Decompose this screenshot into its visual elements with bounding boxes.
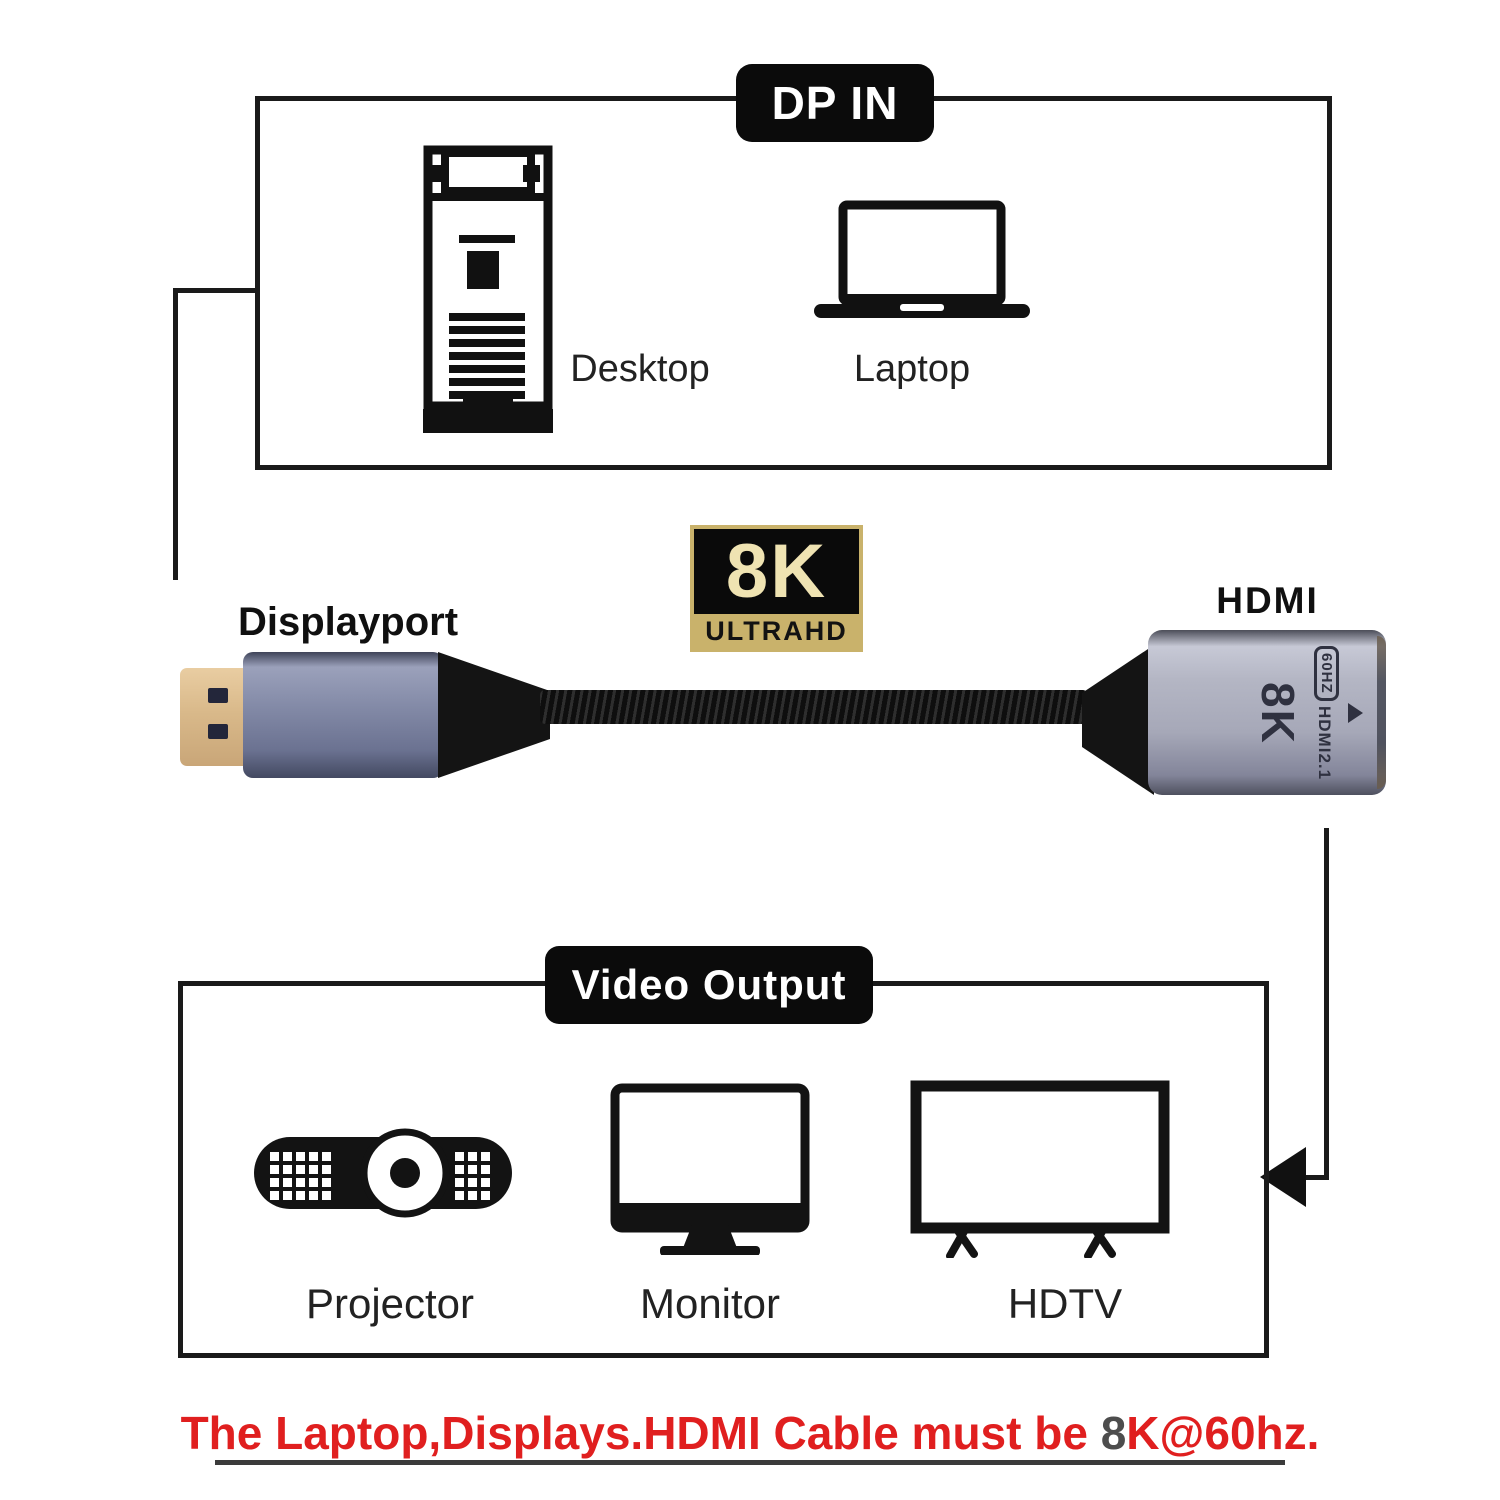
8k-ultrahd-badge: 8K ULTRAHD bbox=[690, 525, 863, 652]
dp-in-badge-label: DP IN bbox=[771, 77, 899, 129]
laptop-icon bbox=[812, 200, 1032, 320]
braided-cable bbox=[540, 690, 1088, 724]
desktop-icon bbox=[423, 145, 553, 435]
monitor-label: Monitor bbox=[639, 1280, 781, 1327]
hdmi-adapter-body bbox=[1148, 630, 1386, 795]
video-output-badge-label: Video Output bbox=[571, 961, 847, 1008]
monitor-icon bbox=[610, 1083, 810, 1255]
desktop-label: Desktop bbox=[570, 348, 710, 390]
hdtv-label: HDTV bbox=[1007, 1280, 1123, 1327]
displayport-label: Displayport bbox=[238, 600, 459, 644]
hdtv-icon bbox=[910, 1080, 1170, 1258]
dp-in-box bbox=[255, 96, 1332, 470]
adapter-print-stack: 60HZ HDMI2.1 bbox=[1314, 646, 1339, 780]
projector-label: Projector bbox=[305, 1280, 475, 1327]
video-output-badge: Video Output bbox=[545, 946, 873, 1024]
adapter-print-60hz: 60HZ bbox=[1314, 646, 1339, 701]
adapter-print-spec: HDMI2.1 bbox=[1315, 705, 1334, 780]
arrow-right-icon bbox=[1348, 703, 1363, 723]
connector-line-horizontal bbox=[173, 288, 260, 293]
dp-pin bbox=[208, 688, 228, 703]
adapter-print: 8K 60HZ HDMI2.1 bbox=[1232, 638, 1382, 788]
arrow-line-vertical bbox=[1324, 828, 1329, 1180]
ultrahd-badge-text: ULTRAHD bbox=[694, 614, 859, 648]
dp-pin bbox=[208, 724, 228, 739]
caption-tail: K@60hz. bbox=[1126, 1407, 1320, 1459]
displayport-connector-body bbox=[243, 652, 443, 778]
strain-relief-right bbox=[1082, 645, 1154, 795]
8k-badge-text: 8K bbox=[725, 529, 828, 614]
arrow-line-stub bbox=[1300, 1175, 1329, 1180]
displayport-plug bbox=[180, 668, 246, 766]
caption-lead: The Laptop,Displays.HDMI Cable must be bbox=[180, 1407, 1101, 1459]
strain-relief-left bbox=[438, 652, 550, 778]
hdmi-label: HDMI bbox=[1216, 580, 1319, 621]
caption-underline bbox=[215, 1460, 1285, 1465]
laptop-label: Laptop bbox=[853, 348, 971, 390]
projector-icon bbox=[253, 1128, 513, 1218]
connector-line-vertical bbox=[173, 288, 178, 580]
dp-in-badge: DP IN bbox=[736, 64, 934, 142]
caption-text: The Laptop,Displays.HDMI Cable must be 8… bbox=[0, 1406, 1500, 1460]
adapter-print-8k: 8K bbox=[1252, 681, 1304, 745]
caption-emph: 8 bbox=[1100, 1407, 1127, 1459]
